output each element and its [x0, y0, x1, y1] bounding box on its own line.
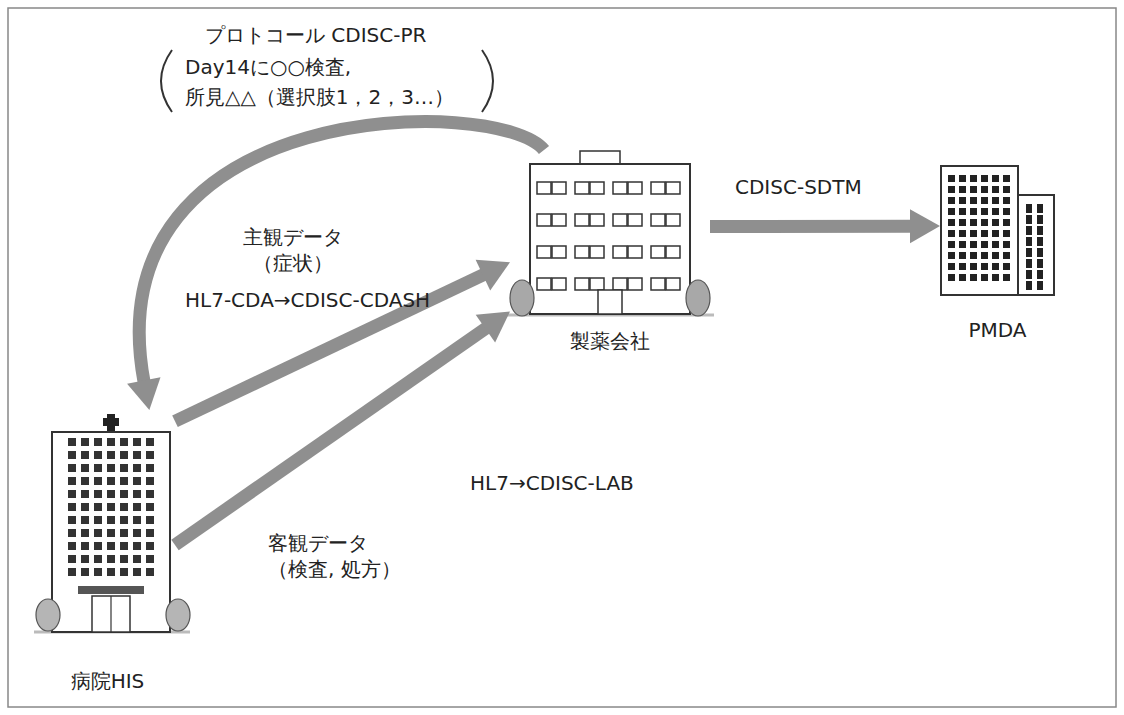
building-label: 病院HIS	[71, 668, 145, 694]
company-building	[506, 151, 714, 316]
pmda-windows	[946, 173, 1012, 283]
company-windows	[534, 176, 686, 304]
entrance-door	[598, 290, 622, 314]
pmda-tower	[941, 166, 1018, 295]
image-frame	[8, 8, 1116, 707]
data-flow-arrow	[175, 312, 510, 546]
connector-label: CDISC-SDTM	[735, 174, 862, 200]
pmda-windows	[1024, 203, 1046, 291]
building-node: 製薬会社	[510, 150, 710, 320]
left-bracket	[161, 50, 172, 112]
arrow-shaft	[175, 274, 485, 421]
building-node: PMDA	[940, 165, 1055, 295]
annotation-text: Day14に○○検査,	[185, 54, 351, 80]
right-bracket	[482, 50, 493, 112]
building-node: 病院HIS	[40, 410, 175, 635]
company-wall	[530, 164, 690, 314]
red-cross	[103, 418, 119, 426]
connector-label: プロトコール CDISC-PR	[205, 22, 426, 48]
pmda-building	[941, 166, 1054, 295]
hospital-wall	[52, 432, 170, 632]
connector-label: HL7→CDISC-LAB	[470, 470, 634, 496]
entrance-door	[92, 596, 130, 632]
entrance-canopy	[78, 586, 144, 594]
arrow-head	[476, 260, 510, 291]
arrow-head	[127, 377, 160, 410]
penthouse	[580, 151, 620, 164]
tree	[166, 599, 190, 631]
building-label: PMDA	[968, 317, 1026, 343]
annotation-text: 客観データ （検査, 処方）	[268, 530, 428, 582]
hospital-windows	[66, 436, 157, 579]
tree	[36, 599, 60, 631]
building-label: 製薬会社	[570, 328, 650, 354]
data-flow-arrow	[710, 209, 940, 243]
annotation-text: 主観データ （症状）	[235, 224, 350, 276]
annotation-text: 所見△△（選択肢1，2，3…）	[185, 84, 454, 110]
arrow-shaft	[175, 328, 487, 545]
hospital-building	[34, 414, 190, 632]
connector-label: HL7-CDA→CDISC-CDASH	[185, 287, 430, 313]
arrow-head	[476, 312, 510, 343]
tree	[686, 280, 710, 316]
arrow-shaft	[710, 220, 912, 233]
door-line	[110, 596, 111, 632]
pmda-annex	[1018, 195, 1054, 295]
arrow-head	[910, 209, 940, 243]
data-flow-arrow	[127, 122, 544, 410]
tree	[510, 280, 534, 316]
